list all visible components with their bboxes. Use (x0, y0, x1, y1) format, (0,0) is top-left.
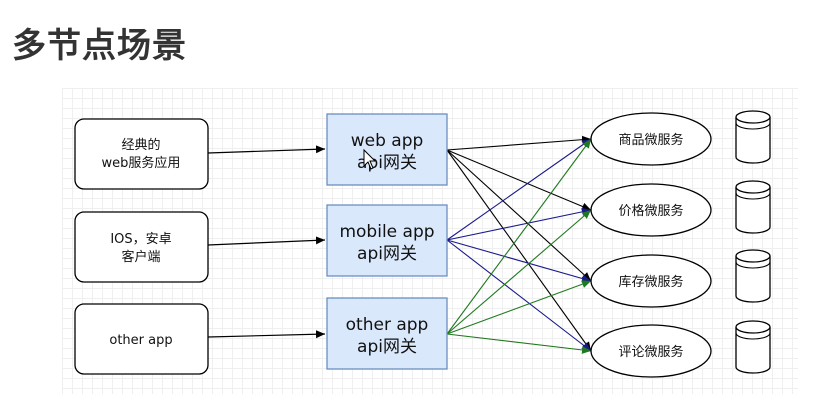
client-ios-line-2: 客户端 (121, 249, 160, 265)
client-node-web[interactable]: 经典的 web服务应用 (74, 118, 209, 190)
client-edges (207, 145, 326, 339)
client-other-line-1: other app (109, 333, 172, 348)
service-price-label: 价格微服务 (618, 203, 683, 219)
service-inventory-label: 库存微服务 (618, 274, 683, 290)
database-icon-price (735, 180, 771, 234)
edge-gateway-other-to-product (446, 138, 592, 335)
service-node-review[interactable]: 评论微服务 (590, 324, 712, 378)
gateway-mobile-line-1: mobile app (339, 222, 434, 242)
edge-client-ios-to-gateway-mobile (207, 236, 326, 246)
edge-gateway-other-to-inventory (446, 280, 592, 335)
client-web-line-2: web服务应用 (102, 155, 181, 171)
gateway-node-web[interactable]: web app api网关 (326, 113, 448, 186)
database-icon-inventory (735, 249, 771, 303)
service-product-label: 商品微服务 (618, 132, 683, 148)
edge-gateway-mobile-to-price (446, 207, 592, 241)
service-review-label: 评论微服务 (618, 344, 683, 360)
database-icon-review (735, 320, 771, 374)
service-node-price[interactable]: 价格微服务 (590, 183, 712, 237)
edge-gateway-web-to-inventory (446, 149, 592, 282)
edge-client-web-to-gateway-web (207, 145, 326, 154)
client-web-line-1: 经典的 (121, 137, 160, 153)
service-node-product[interactable]: 商品微服务 (590, 112, 712, 166)
gateway-node-mobile[interactable]: mobile app api网关 (326, 204, 448, 277)
edge-gateway-other-to-review (446, 333, 592, 354)
client-node-ios[interactable]: IOS，安卓 客户端 (74, 211, 209, 283)
service-node-inventory[interactable]: 库存微服务 (590, 254, 712, 308)
gateway-other-line-2: api网关 (357, 337, 417, 357)
edge-gateway-mobile-to-inventory (446, 239, 592, 283)
gateway-mobile-line-2: api网关 (357, 244, 417, 264)
edge-gateway-mobile-to-review (446, 239, 592, 352)
page-title: 多节点场景 (12, 26, 187, 66)
edge-gateway-web-to-review (446, 149, 592, 352)
mouse-cursor-icon (363, 148, 377, 170)
edge-gateway-other-to-price (446, 209, 592, 335)
gateway-web-line-1: web app (351, 131, 424, 151)
database-icon-product (735, 110, 771, 164)
client-ios-line-1: IOS，安卓 (110, 232, 171, 247)
gateway-other-line-1: other app (346, 315, 429, 335)
gateway-edges (446, 135, 592, 354)
edge-gateway-mobile-to-product (446, 138, 592, 241)
edge-gateway-web-to-product (446, 135, 592, 151)
client-node-other[interactable]: other app (74, 303, 209, 375)
gateway-node-other[interactable]: other app api网关 (326, 297, 448, 370)
edge-gateway-web-to-price (446, 149, 592, 211)
edge-client-other-to-gateway-other (207, 330, 326, 339)
